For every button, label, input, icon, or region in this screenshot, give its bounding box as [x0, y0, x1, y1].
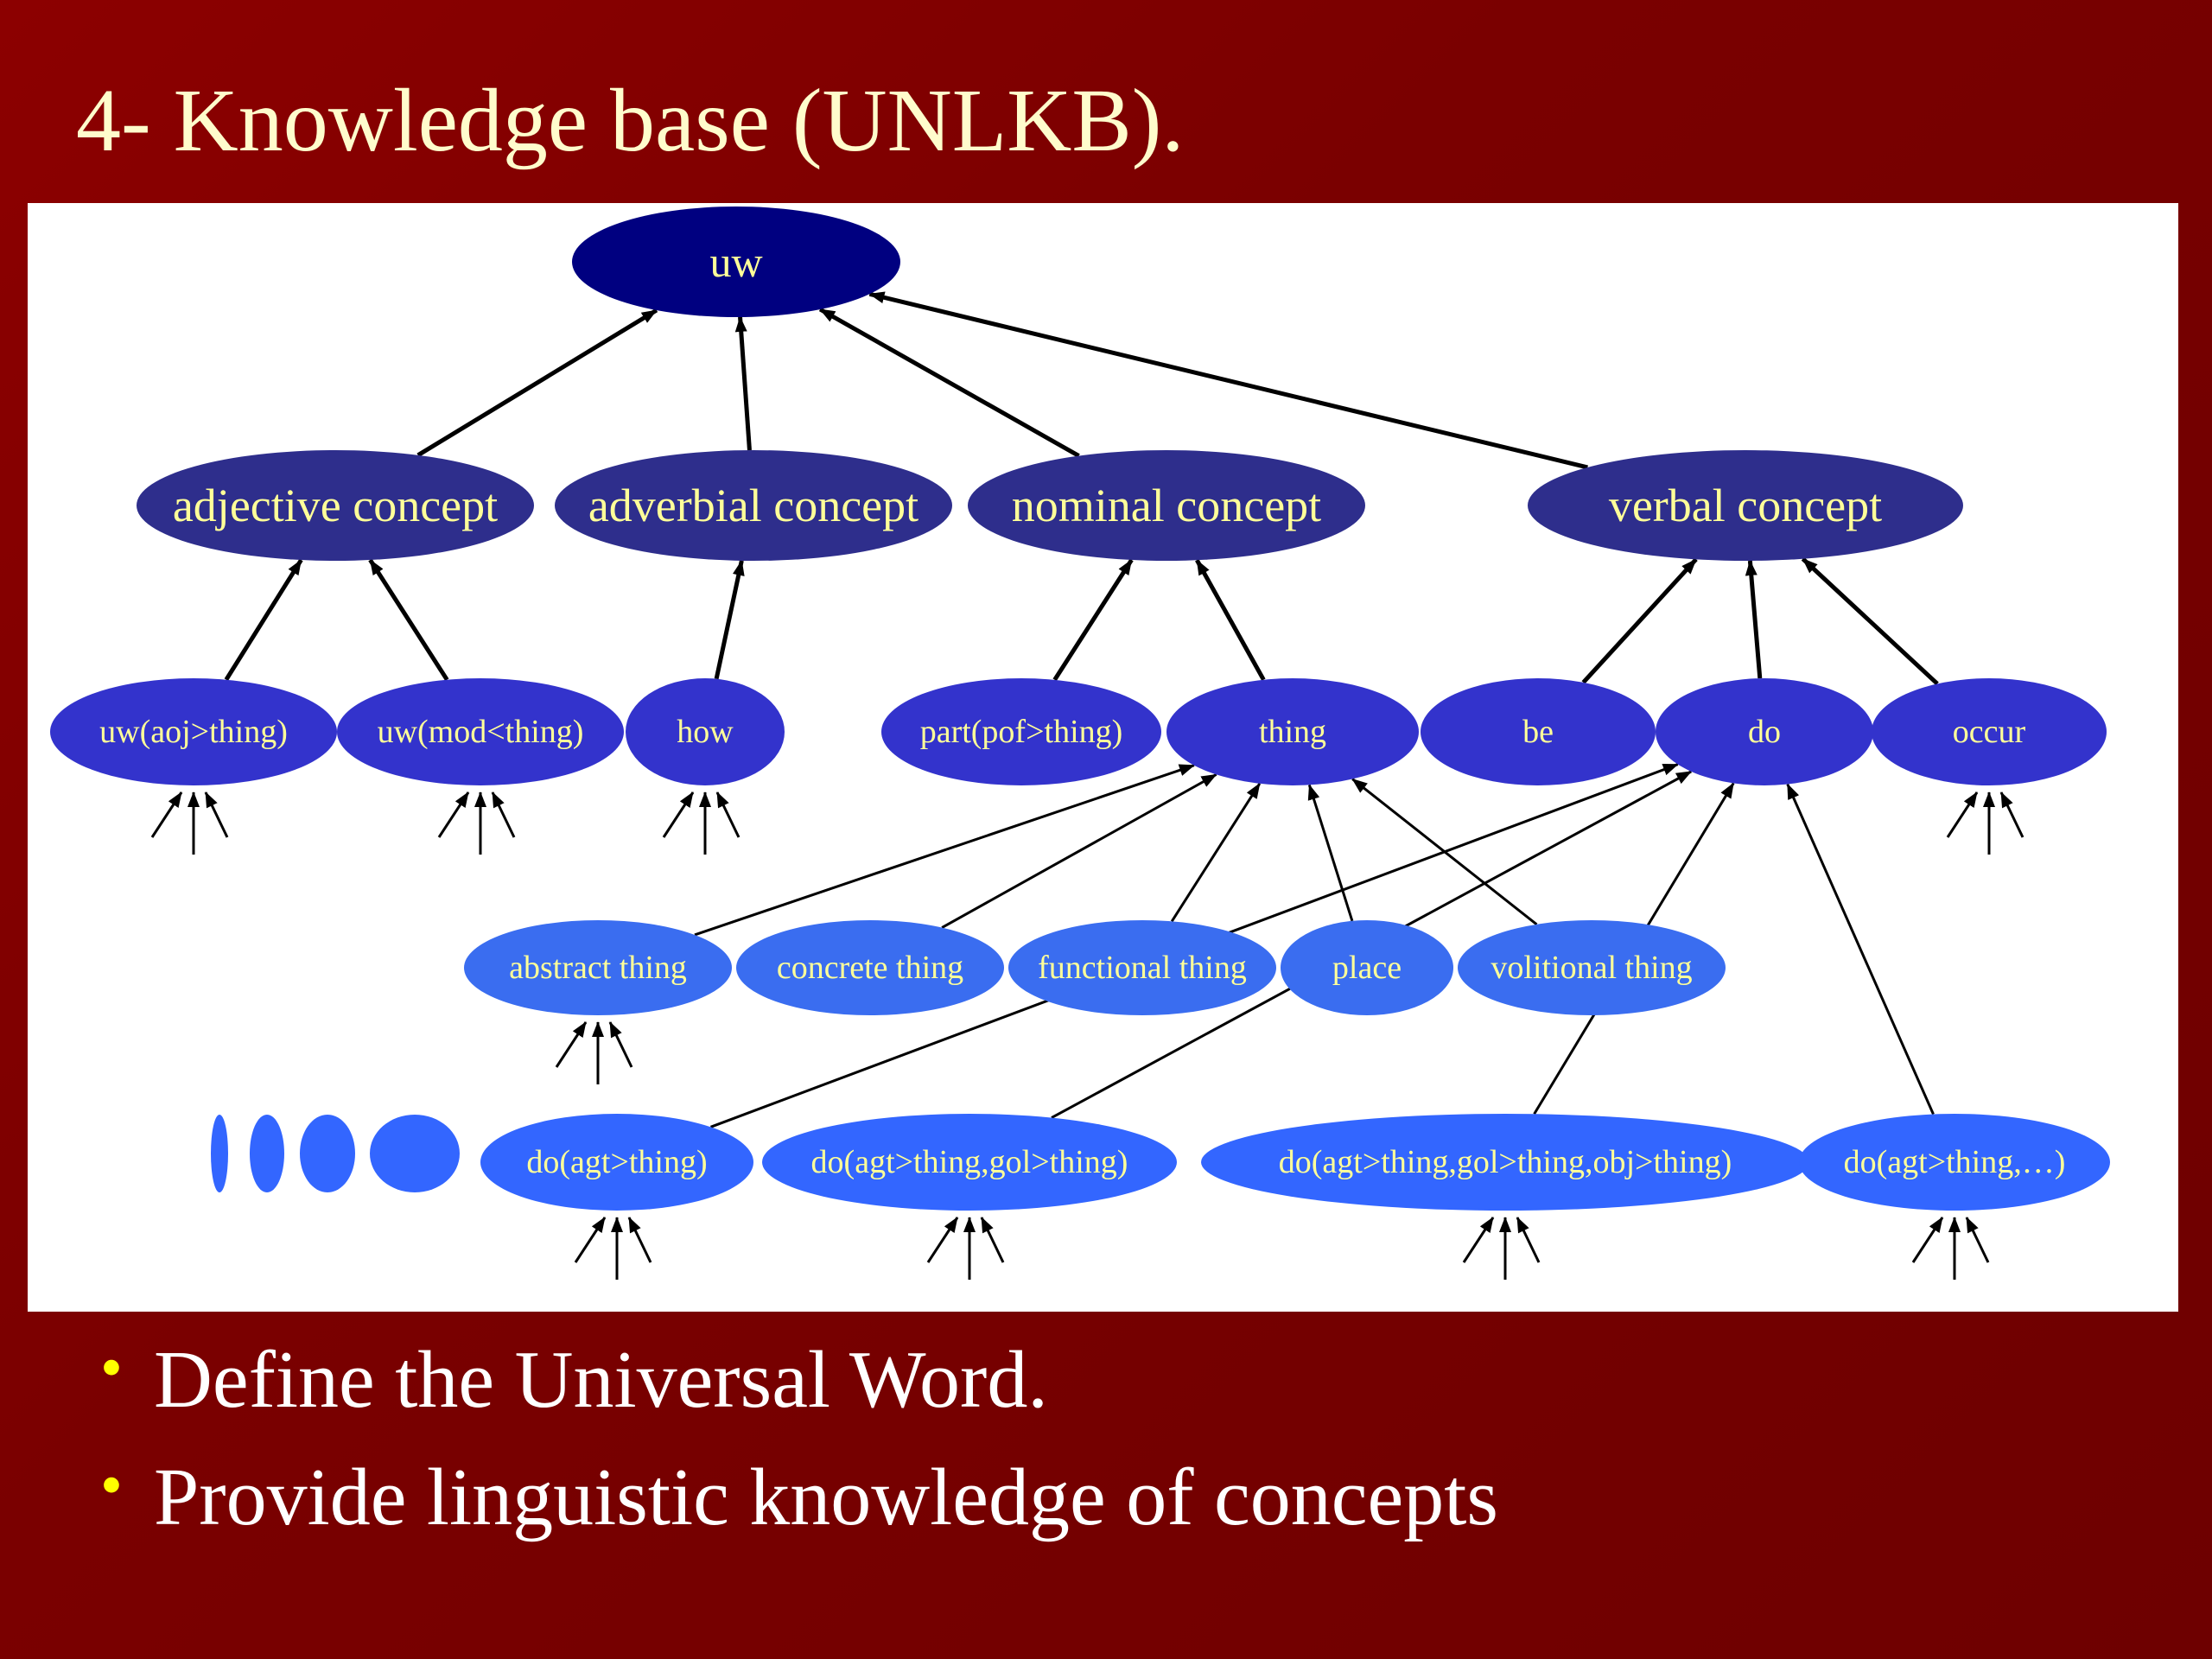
edge-do4-to-do: [1786, 783, 1935, 1116]
edge-adverbial-to-uw: [734, 315, 752, 451]
bullet-marker: •: [100, 1450, 123, 1521]
ellipsis-dot-1: [211, 1115, 228, 1192]
node-layer: uw adjective concept adverbial concept n…: [50, 207, 2110, 1211]
node-functional-thing-label: functional thing: [1038, 950, 1247, 986]
edge-uw_aoj-to-adjective: [224, 558, 303, 681]
node-uw-aoj-thing-label: uw(aoj>thing): [99, 714, 288, 750]
node-nominal-concept-label: nominal concept: [1012, 480, 1321, 531]
edge-abstract-to-thing: [694, 764, 1195, 937]
node-uw-label: uw: [709, 238, 762, 286]
node-do-agt: [480, 1114, 753, 1211]
edge-be-to-verbal: [1581, 557, 1698, 684]
bullet-item: • Define the Universal Word.: [93, 1332, 1498, 1421]
edge-how-to-adverbial: [714, 559, 745, 680]
node-abstract-thing-label: abstract thing: [509, 950, 687, 986]
node-abstract-thing: [464, 920, 732, 1015]
node-adverbial-concept: [555, 450, 952, 561]
node-do: [1656, 678, 1873, 785]
child-stub-arrow: [608, 1021, 633, 1068]
child-stub-arrow: [1911, 1217, 1944, 1263]
edge-nominal-to-uw: [818, 307, 1080, 458]
child-stub-arrow: [150, 791, 183, 838]
child-stub-arrow: [1516, 1217, 1541, 1263]
node-concrete-thing: [736, 920, 1004, 1015]
node-concrete-thing-label: concrete thing: [777, 950, 963, 986]
ellipsis-dot-3: [300, 1115, 355, 1192]
node-be-label: be: [1522, 714, 1554, 750]
node-adjective-concept-label: adjective concept: [173, 480, 498, 531]
node-do-agt-gol-label: do(agt>thing,gol>thing): [811, 1144, 1128, 1180]
node-occur: [1872, 678, 2107, 785]
node-place-label: place: [1332, 950, 1402, 986]
bullet-list: • Define the Universal Word. • Provide l…: [93, 1332, 1498, 1574]
child-stub-arrow: [204, 791, 229, 838]
node-verbal-concept-label: verbal concept: [1609, 480, 1882, 531]
child-stub-arrow: [1946, 791, 1979, 838]
child-stub-arrow: [980, 1217, 1005, 1263]
edge-uw_mod-to-adjective: [368, 558, 449, 682]
child-stub-arrow: [662, 791, 695, 838]
node-uw-mod-thing-label: uw(mod<thing): [378, 714, 584, 750]
child-stub-arrow: [1965, 1217, 1990, 1263]
edge-verbal-to-uw: [868, 291, 1588, 470]
child-stub-arrow: [926, 1217, 959, 1263]
node-thing-label: thing: [1259, 714, 1326, 750]
node-adjective-concept: [137, 450, 534, 561]
child-stub-arrow: [1462, 1217, 1495, 1263]
node-place: [1281, 920, 1453, 1015]
node-thing: [1166, 678, 1419, 785]
node-uw-mod-thing: [337, 678, 624, 785]
edge-adjective-to-uw: [416, 308, 658, 457]
node-uw-aoj-thing: [50, 678, 337, 785]
edge-thing-to-nominal: [1195, 559, 1266, 681]
child-stub-arrow: [437, 791, 470, 838]
bullet-text: Provide linguistic knowledge of concepts: [154, 1452, 1498, 1542]
node-be: [1421, 678, 1656, 785]
node-volitional-thing: [1458, 920, 1726, 1015]
edge-place-to-thing: [1307, 784, 1354, 922]
ellipsis-dot-2: [250, 1115, 284, 1192]
node-do-agt-gol: [762, 1114, 1177, 1211]
node-do-agt-gol-obj-label: do(agt>thing,gol>thing,obj>thing): [1279, 1144, 1732, 1180]
node-how: [626, 678, 785, 785]
node-uw: [572, 207, 900, 317]
uw-hierarchy-diagram: uw adjective concept adverbial concept n…: [28, 203, 2178, 1312]
bullet-text: Define the Universal Word.: [154, 1335, 1048, 1425]
node-how-label: how: [677, 714, 734, 750]
node-part-pof-thing-label: part(pof>thing): [920, 714, 1123, 750]
node-do-agt-gol-obj: [1201, 1114, 1809, 1211]
node-do-agt-etc: [1799, 1114, 2110, 1211]
child-stub-arrow: [715, 791, 741, 838]
bullet-marker: •: [100, 1332, 123, 1403]
bullet-item: • Provide linguistic knowledge of concep…: [93, 1453, 1498, 1538]
node-verbal-concept: [1528, 450, 1963, 561]
edge-part-to-nominal: [1052, 558, 1134, 682]
node-volitional-thing-label: volitional thing: [1491, 950, 1692, 986]
edge-concrete-to-thing: [941, 773, 1217, 929]
child-stub-arrow: [491, 791, 516, 838]
slide-title: 4- Knowledge base (UNLKB).: [76, 71, 1185, 170]
node-part-pof-thing: [881, 678, 1161, 785]
child-stub-arrow: [574, 1217, 607, 1263]
node-functional-thing: [1008, 920, 1276, 1015]
child-stub-arrow: [555, 1021, 588, 1068]
node-do-agt-etc-label: do(agt>thing,…): [1844, 1144, 2066, 1180]
edge-functional-to-thing: [1170, 783, 1262, 923]
node-nominal-concept: [968, 450, 1365, 561]
node-do-agt-label: do(agt>thing): [526, 1144, 707, 1180]
edge-do-to-verbal: [1745, 559, 1763, 679]
child-stub-arrow: [1999, 791, 2024, 838]
ellipsis-dot-4: [370, 1115, 460, 1192]
child-stub-arrow: [627, 1217, 652, 1263]
stub-layer: [150, 791, 2024, 1280]
edge-occur-to-verbal: [1801, 556, 1939, 686]
node-do-label: do: [1748, 714, 1781, 750]
node-occur-label: occur: [1953, 714, 2026, 750]
node-adverbial-concept-label: adverbial concept: [588, 480, 918, 531]
